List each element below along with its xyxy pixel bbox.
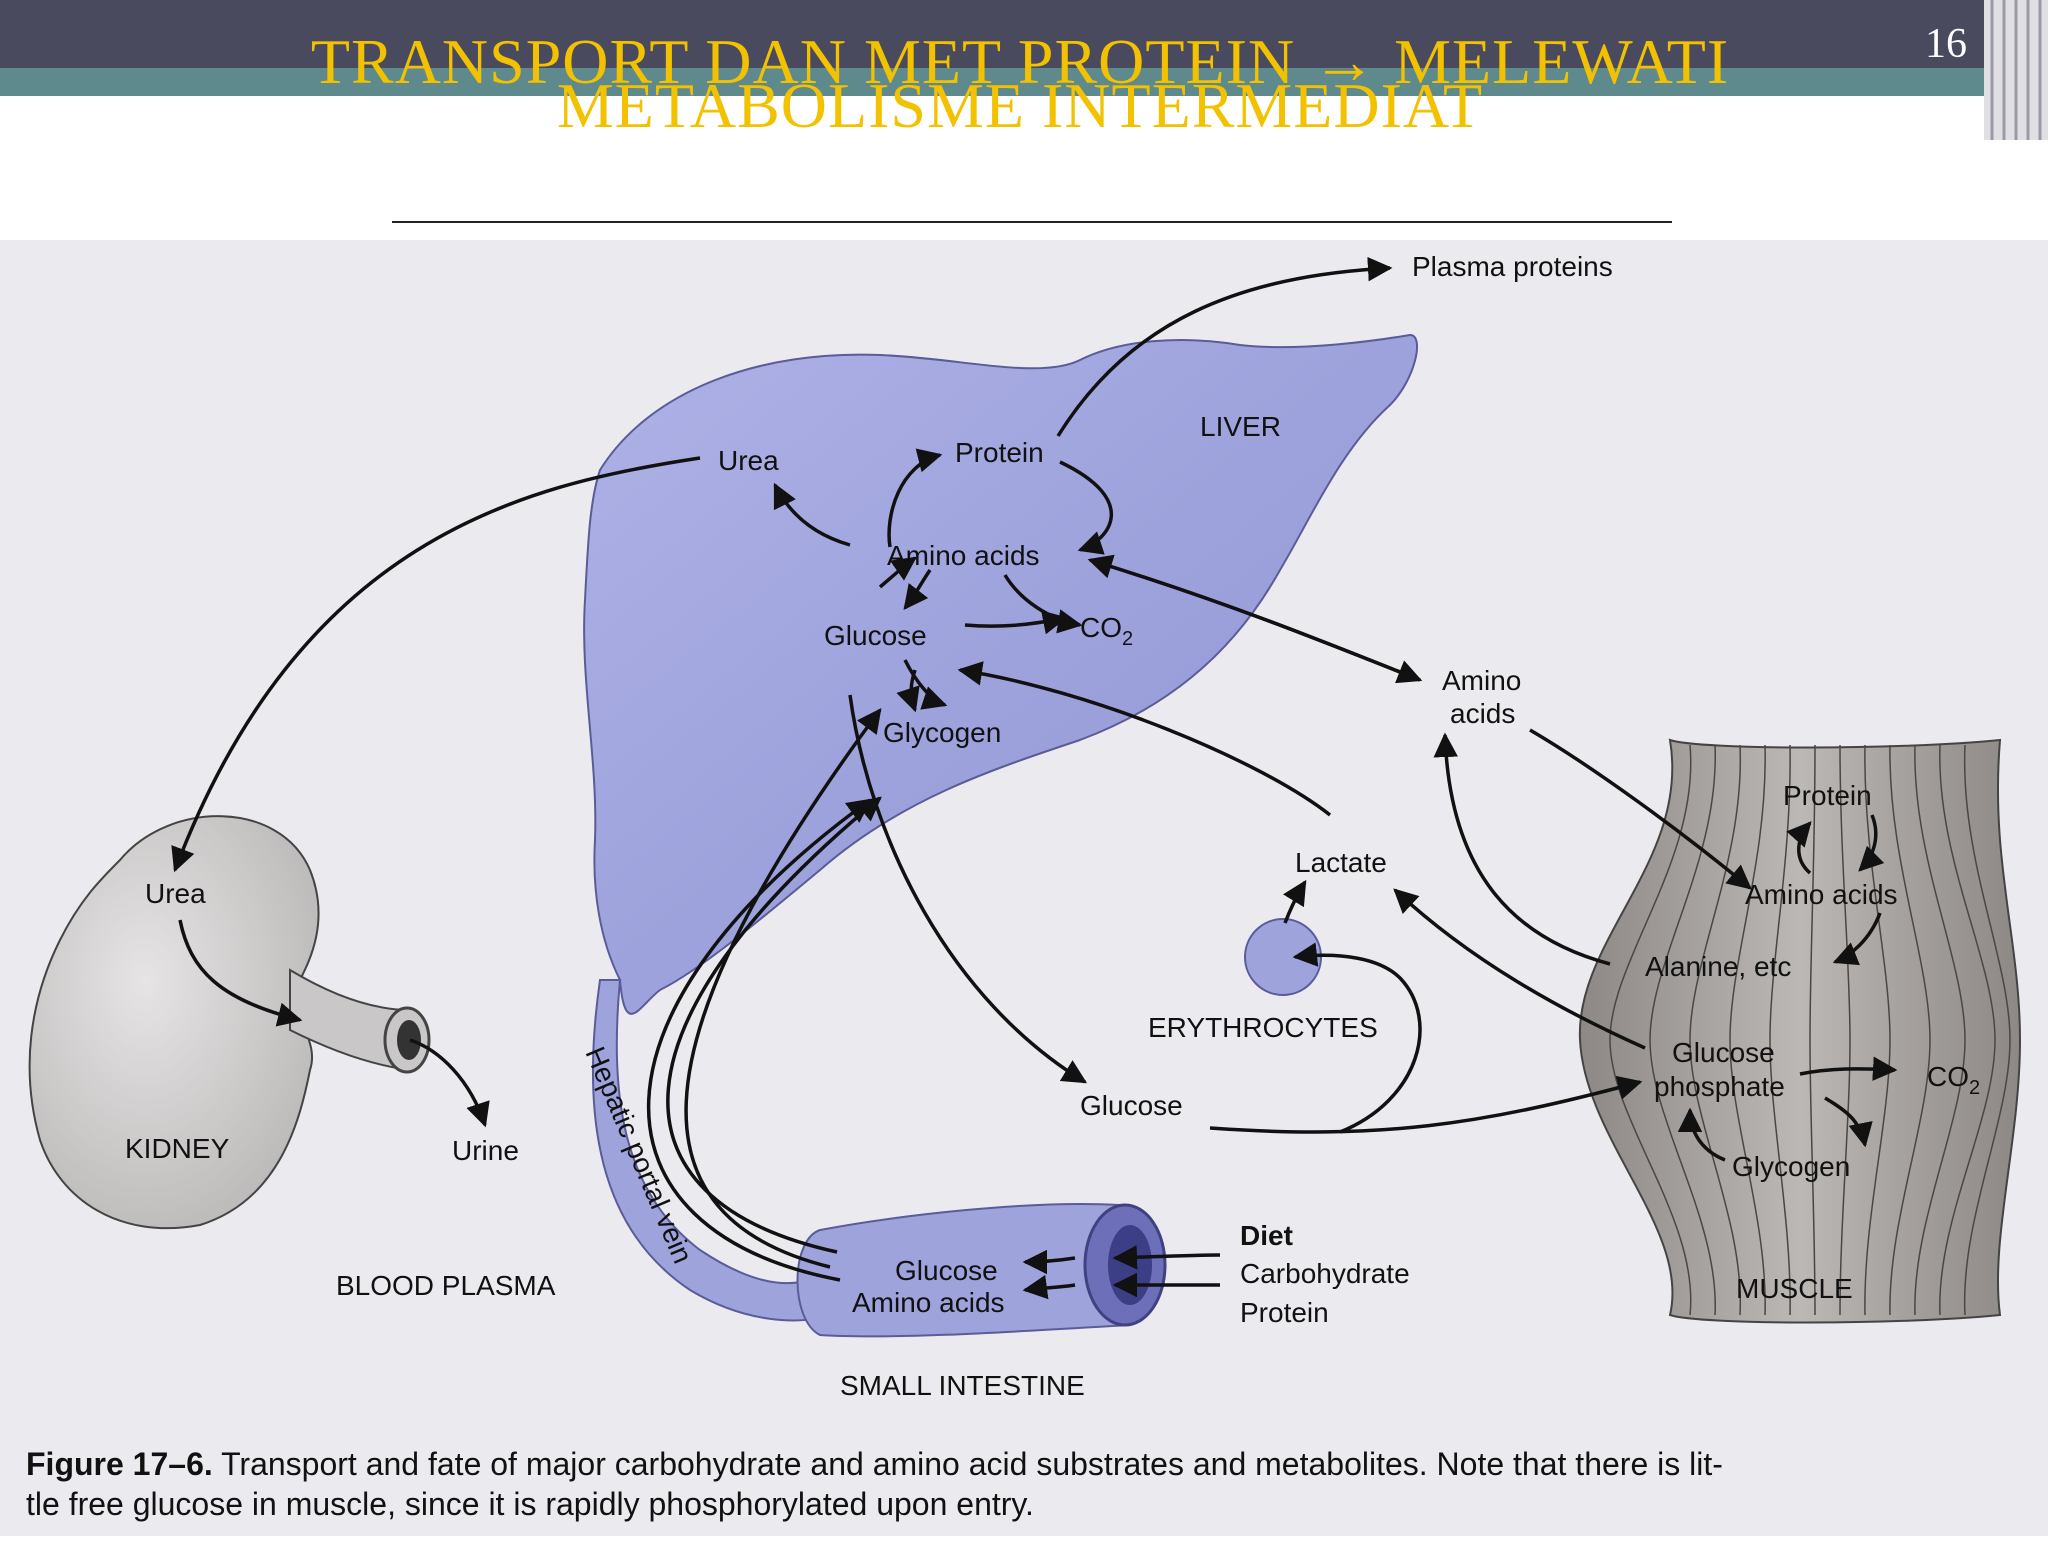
page-number: 16: [1925, 21, 1967, 67]
label-plasma-amino-acids-line1: Amino: [1442, 665, 1521, 696]
figure-caption-label: Figure 17–6.: [26, 1446, 213, 1482]
muscle-organ: [1578, 738, 2022, 1324]
label-liver-protein: Protein: [955, 437, 1044, 468]
label-liver-co2: CO2: [1080, 612, 1133, 650]
label-plasma-glucose: Glucose: [1080, 1090, 1183, 1121]
header-area: [0, 96, 2000, 240]
label-muscle-glucose-phosphate-line1: Glucose: [1672, 1037, 1775, 1068]
label-liver: LIVER: [1200, 411, 1281, 442]
kidney-organ: [28, 815, 320, 1230]
label-blood-plasma: BLOOD PLASMA: [336, 1270, 556, 1301]
label-muscle-alanine: Alanine, etc: [1645, 951, 1791, 982]
label-plasma-amino-acids-line2: acids: [1450, 698, 1515, 729]
label-intestine-amino-acids: Amino acids: [852, 1287, 1005, 1318]
label-liver-amino-acids: Amino acids: [887, 540, 1040, 571]
title-underline: [392, 221, 1672, 223]
figure-caption-text-line-1: Transport and fate of major carbohydrate…: [212, 1446, 1723, 1482]
label-small-intestine: SMALL INTESTINE: [840, 1370, 1085, 1401]
label-liver-glycogen: Glycogen: [883, 717, 1001, 748]
label-liver-urea: Urea: [718, 445, 779, 476]
label-kidney-urea: Urea: [145, 878, 206, 909]
header-stripe: [0, 68, 2000, 96]
label-liver-glucose: Glucose: [824, 620, 927, 651]
label-muscle-glycogen: Glycogen: [1732, 1151, 1850, 1182]
label-erythrocytes: ERYTHROCYTES: [1148, 1012, 1378, 1043]
small-intestine-organ: [796, 1203, 1132, 1338]
label-muscle-glucose-phosphate-line2: phosphate: [1654, 1071, 1785, 1102]
label-muscle-amino-acids: Amino acids: [1745, 879, 1898, 910]
label-diet-protein: Protein: [1240, 1297, 1329, 1328]
label-diet: Diet: [1240, 1220, 1293, 1251]
metabolism-diagram: Plasma proteins LIVER Urea Protein Amino…: [28, 251, 2022, 1401]
slide-title: TRANSPORT DAN MET PROTEIN → MELEWATI MET…: [180, 26, 1860, 141]
label-intestine-glucose: Glucose: [895, 1255, 998, 1286]
label-muscle-protein: Protein: [1783, 780, 1872, 811]
label-diet-carbohydrate: Carbohydrate: [1240, 1258, 1410, 1289]
label-kidney: KIDNEY: [125, 1133, 230, 1164]
slide-title-line-1: TRANSPORT DAN MET PROTEIN → MELEWATI: [310, 26, 1730, 97]
label-urine: Urine: [452, 1135, 519, 1166]
small-intestine-lumen: [1108, 1225, 1152, 1305]
pathway-arrows: [171, 256, 1898, 1300]
header-decoration: [1984, 0, 2048, 140]
label-muscle: MUSCLE: [1736, 1273, 1853, 1304]
label-lactate: Lactate: [1295, 847, 1387, 878]
ureter-lumen: [397, 1020, 421, 1060]
metabolism-figure: Plasma proteins LIVER Urea Protein Amino…: [0, 240, 2048, 1536]
header-accent-line: [1660, 112, 1900, 116]
header-band: [0, 0, 2000, 68]
figure-caption: Figure 17–6. Transport and fate of major…: [26, 1444, 2026, 1524]
figure-caption-text-line-2: tle free glucose in muscle, since it is …: [26, 1486, 1034, 1522]
header-accent-line-2: [1650, 130, 1900, 133]
label-muscle-co2: CO2: [1927, 1061, 1980, 1099]
label-plasma-proteins: Plasma proteins: [1412, 251, 1613, 282]
slide-title-line-2: METABOLISME INTERMEDIAT: [556, 70, 1484, 141]
